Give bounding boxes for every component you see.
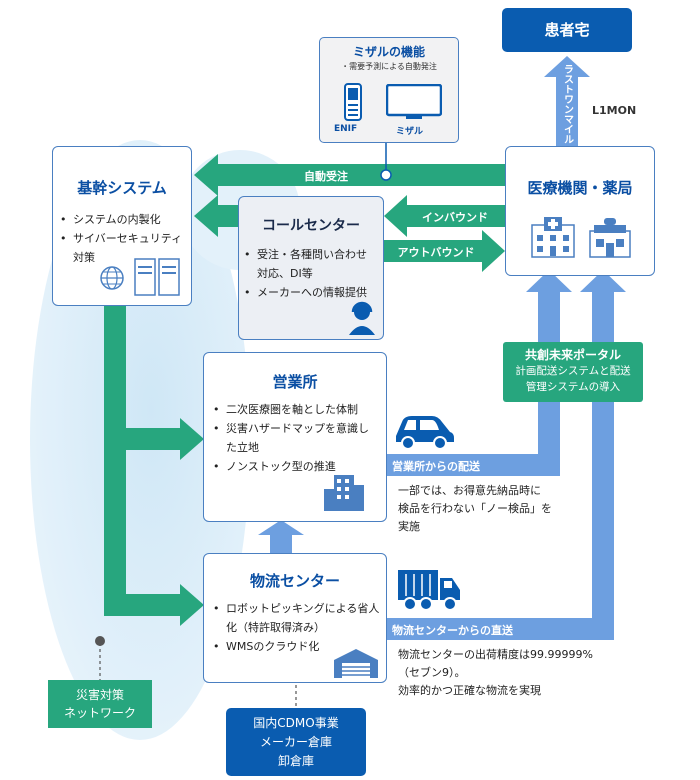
mizal-subtitle: ・需要予測による自動発注	[341, 62, 437, 71]
medical-box: 医療機関・薬局	[505, 146, 655, 276]
core-item-2: サイバーセキュリティ	[57, 229, 191, 248]
truck-icon	[396, 566, 464, 618]
sales-note-line3: 実施	[398, 520, 420, 533]
disaster-line1: 災害対策	[75, 688, 124, 702]
sales-note-line1: 一部では、お得意先納品時に	[398, 484, 541, 497]
logistics-item-1-cont: 化（特許取得済み）	[226, 621, 325, 634]
logistics-item-1: ロボットピッキングによる省人	[210, 599, 386, 618]
portal-line1: 計画配送システムと配送	[515, 365, 631, 377]
call-center-title: コールセンター	[262, 218, 360, 234]
auto-order-label: 自動受注	[304, 170, 348, 183]
sales-item-3: ノンストック型の推進	[210, 457, 386, 476]
patient-home-box: 患者宅	[502, 8, 632, 52]
logistics-box: 物流センター ロボットピッキングによる省人 化（特許取得済み） WMSのクラウド…	[203, 553, 387, 683]
operator-icon	[347, 301, 377, 339]
sales-item-2-cont: た立地	[226, 441, 259, 454]
direct-delivery-label: 物流センターからの直送	[392, 624, 513, 637]
logistics-item-2: WMSのクラウド化	[210, 637, 386, 656]
core-system-box: 基幹システム システムの内製化 サイバーセキュリティ 対策	[52, 146, 192, 306]
portal-box: 共創未来ポータル 計画配送システムと配送 管理システムの導入	[503, 342, 643, 402]
direct-note-line3: 効率的かつ正確な物流を実現	[398, 684, 541, 697]
call-item-1: 受注・各種問い合わせ	[241, 245, 383, 264]
mizal-title: ミザルの機能	[352, 45, 425, 59]
disaster-network-box: 災害対策 ネットワーク	[48, 680, 152, 728]
patient-home-label: 患者宅	[544, 21, 590, 39]
warehouse-box: 国内CDMO事業 メーカー倉庫 卸倉庫	[226, 708, 366, 776]
inbound-label: インバウンド	[422, 211, 488, 224]
warehouse-line3: 卸倉庫	[277, 754, 314, 768]
server-icon	[133, 257, 183, 301]
sales-office-title: 営業所	[272, 373, 318, 391]
warehouse-line2: メーカー倉庫	[259, 735, 332, 749]
logistics-title: 物流センター	[249, 572, 340, 590]
direct-delivery-note: 物流センターの出荷精度は99.99999% （セブン9）。 効率的かつ正確な物流…	[398, 646, 628, 700]
call-item-1-cont: 対応、DI等	[257, 267, 313, 280]
call-item-2: メーカーへの情報提供	[241, 283, 383, 302]
globe-icon	[99, 265, 125, 295]
call-center-box: コールセンター 受注・各種問い合わせ 対応、DI等 メーカーへの情報提供	[238, 196, 384, 340]
sales-item-1: 二次医療圏を軸とした体制	[210, 400, 386, 419]
monitor-icon	[385, 83, 443, 126]
sales-delivery-note: 一部では、お得意先納品時に 検品を行わない「ノー検品」を 実施	[398, 482, 588, 536]
car-icon	[392, 410, 456, 454]
core-item-1: システムの内製化	[57, 210, 191, 229]
outbound-label: アウトバウンド	[397, 246, 475, 259]
l1mon-label: L1MON	[592, 104, 637, 117]
pharmacy-icon	[588, 217, 632, 263]
hospital-icon	[530, 215, 576, 263]
office-building-icon	[322, 473, 366, 517]
direct-note-line1: 物流センターの出荷精度は99.99999%	[398, 648, 593, 661]
warehouse-icon	[332, 646, 380, 684]
last-mile-label: ラストワンマイル	[561, 64, 573, 144]
enif-label: ENIF	[334, 124, 358, 134]
sales-delivery-label: 営業所からの配送	[392, 460, 480, 473]
mizal-box: ミザルの機能 ・需要予測による自動発注 ENIF ミザル	[319, 37, 459, 143]
core-item-2-cont: 対策	[73, 251, 95, 264]
sales-note-line2: 検品を行わない「ノー検品」を	[398, 502, 552, 515]
core-system-title: 基幹システム	[77, 179, 167, 197]
handheld-icon	[344, 83, 362, 125]
portal-title: 共創未来ポータル	[524, 348, 621, 362]
warehouse-line1: 国内CDMO事業	[253, 716, 339, 730]
portal-line2: 管理システムの導入	[525, 381, 621, 393]
disaster-line2: ネットワーク	[63, 706, 136, 720]
mizal-device-label: ミザル	[396, 127, 424, 137]
direct-note-line2: （セブン9）。	[398, 666, 466, 679]
sales-item-2: 災害ハザードマップを意識し	[210, 419, 386, 438]
medical-title: 医療機関・薬局	[527, 179, 633, 197]
sales-office-box: 営業所 二次医療圏を軸とした体制 災害ハザードマップを意識し た立地 ノンストッ…	[203, 352, 387, 522]
